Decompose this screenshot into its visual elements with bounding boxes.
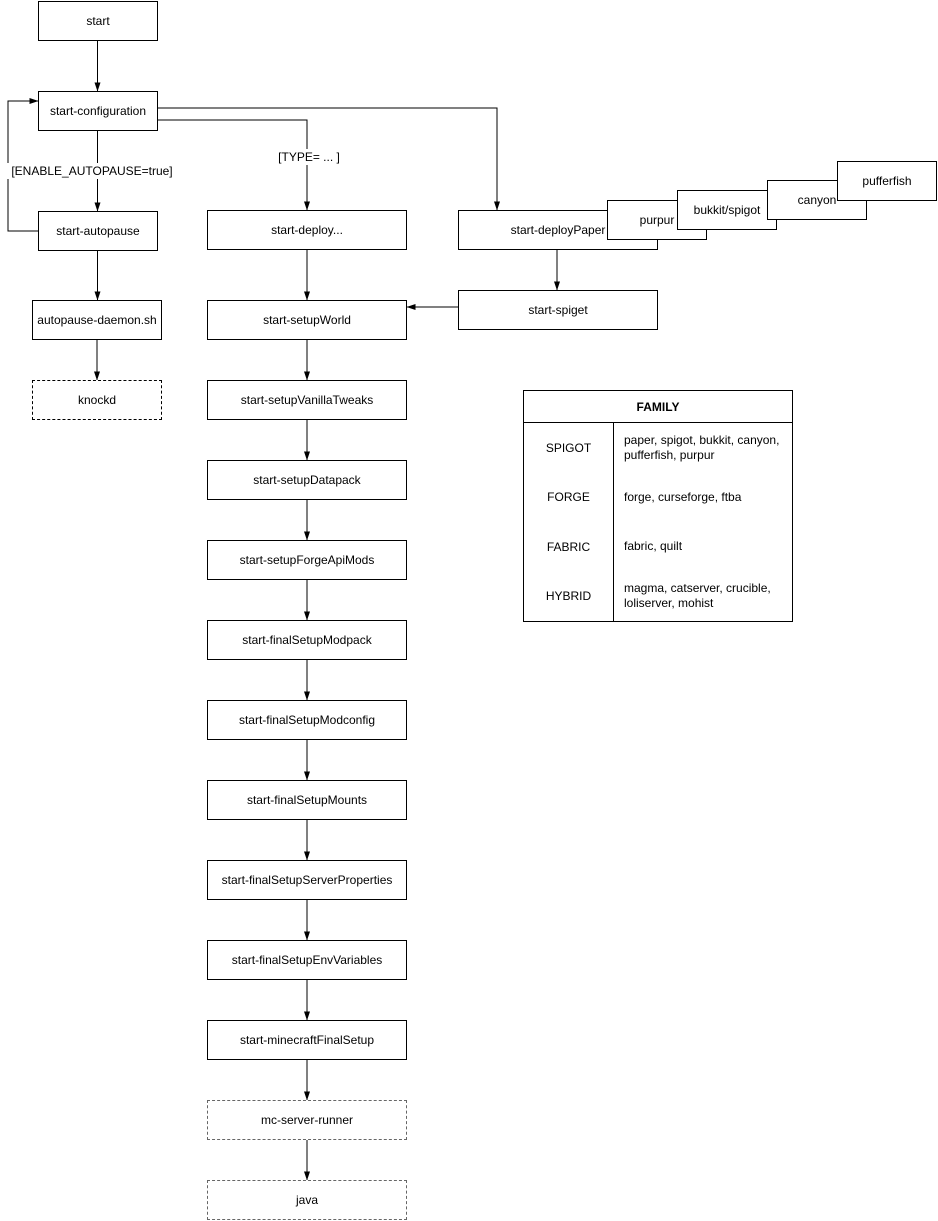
node-java: java — [207, 1180, 407, 1220]
node-start-setupworld: start-setupWorld — [207, 300, 407, 340]
family-name: SPIGOT — [524, 423, 614, 473]
node-start-finalsetupenvvariables: start-finalSetupEnvVariables — [207, 940, 407, 980]
node-start-autopause-label: start-autopause — [56, 224, 140, 238]
family-name: FABRIC — [524, 522, 614, 572]
node-start-finalsetupmodconfig: start-finalSetupModconfig — [207, 700, 407, 740]
edge-configuration-to-deploy — [157, 119, 310, 211]
node-start-finalsetupenvvariables-label: start-finalSetupEnvVariables — [231, 953, 383, 967]
node-start-setupworld-label: start-setupWorld — [263, 313, 351, 327]
family-table-title: FAMILY — [524, 391, 792, 423]
node-start-minecraftfinalsetup-label: start-minecraftFinalSetup — [239, 1033, 375, 1047]
node-start-finalsetupmounts-label: start-finalSetupMounts — [246, 793, 368, 807]
family-members: fabric, quilt — [624, 539, 683, 554]
node-start-setupvanillatweaks: start-setupVanillaTweaks — [207, 380, 407, 420]
node-start-deploy: start-deploy... — [207, 210, 407, 250]
node-start-minecraftfinalsetup: start-minecraftFinalSetup — [207, 1020, 407, 1060]
node-knockd-label: knockd — [77, 393, 117, 407]
node-start-finalsetupserverproperties-label: start-finalSetupServerProperties — [221, 873, 393, 887]
family-table-row-hybrid: HYBRID magma, catserver, crucible, lolis… — [524, 571, 792, 621]
family-table-row-forge: FORGE forge, curseforge, ftba — [524, 472, 792, 522]
node-bukkit-spigot-label: bukkit/spigot — [693, 203, 761, 217]
node-start-finalsetupserverproperties: start-finalSetupServerProperties — [207, 860, 407, 900]
node-start-setupforgeapimods-label: start-setupForgeApiMods — [239, 553, 375, 567]
node-start-finalsetupmodconfig-label: start-finalSetupModconfig — [238, 713, 376, 727]
node-start-setupvanillatweaks-label: start-setupVanillaTweaks — [240, 393, 374, 407]
family-table-row-spigot: SPIGOT paper, spigot, bukkit, canyon, pu… — [524, 423, 792, 473]
family-members: magma, catserver, crucible, loliserver, … — [624, 581, 771, 611]
node-start-spiget: start-spiget — [458, 290, 658, 330]
node-start-configuration: start-configuration — [38, 91, 158, 131]
family-table: FAMILY SPIGOT paper, spigot, bukkit, can… — [523, 390, 793, 622]
node-autopause-daemon-label: autopause-daemon.sh — [37, 313, 157, 327]
node-start-finalsetupmodpack-label: start-finalSetupModpack — [242, 633, 372, 647]
node-autopause-daemon: autopause-daemon.sh — [32, 300, 162, 340]
node-bukkit-spigot: bukkit/spigot — [677, 190, 777, 230]
family-name: HYBRID — [524, 571, 614, 621]
family-members: paper, spigot, bukkit, canyon, pufferfis… — [624, 432, 780, 462]
node-knockd: knockd — [32, 380, 162, 420]
node-java-label: java — [295, 1193, 318, 1207]
family-table-body: SPIGOT paper, spigot, bukkit, canyon, pu… — [524, 423, 792, 621]
node-start-autopause: start-autopause — [38, 211, 158, 251]
family-table-row-fabric: FABRIC fabric, quilt — [524, 522, 792, 572]
node-start-deploy-label: start-deploy... — [271, 223, 343, 237]
node-start-setupdatapack-label: start-setupDatapack — [253, 473, 361, 487]
node-pufferfish-label: pufferfish — [862, 174, 912, 188]
family-members: forge, curseforge, ftba — [624, 489, 742, 504]
node-start-configuration-label: start-configuration — [49, 104, 147, 118]
node-purpur-label: purpur — [639, 213, 675, 227]
edge-label-enable-autopause: [ENABLE_AUTOPAUSE=true] — [2, 163, 182, 179]
node-start-label: start — [86, 14, 110, 28]
node-mc-server-runner: mc-server-runner — [207, 1100, 407, 1140]
edge-configuration-to-deploypaper — [157, 107, 500, 211]
family-name: FORGE — [524, 472, 614, 522]
node-start: start — [38, 1, 158, 41]
node-mc-server-runner-label: mc-server-runner — [260, 1113, 353, 1127]
node-canyon-label: canyon — [797, 193, 837, 207]
node-start-deploypaper-label: start-deployPaper — [510, 223, 606, 237]
node-start-setupforgeapimods: start-setupForgeApiMods — [207, 540, 407, 580]
node-pufferfish: pufferfish — [837, 161, 937, 201]
node-start-finalsetupmodpack: start-finalSetupModpack — [207, 620, 407, 660]
node-start-setupdatapack: start-setupDatapack — [207, 460, 407, 500]
edge-label-type: [TYPE= ... ] — [269, 149, 349, 165]
node-start-finalsetupmounts: start-finalSetupMounts — [207, 780, 407, 820]
node-start-spiget-label: start-spiget — [528, 303, 588, 317]
